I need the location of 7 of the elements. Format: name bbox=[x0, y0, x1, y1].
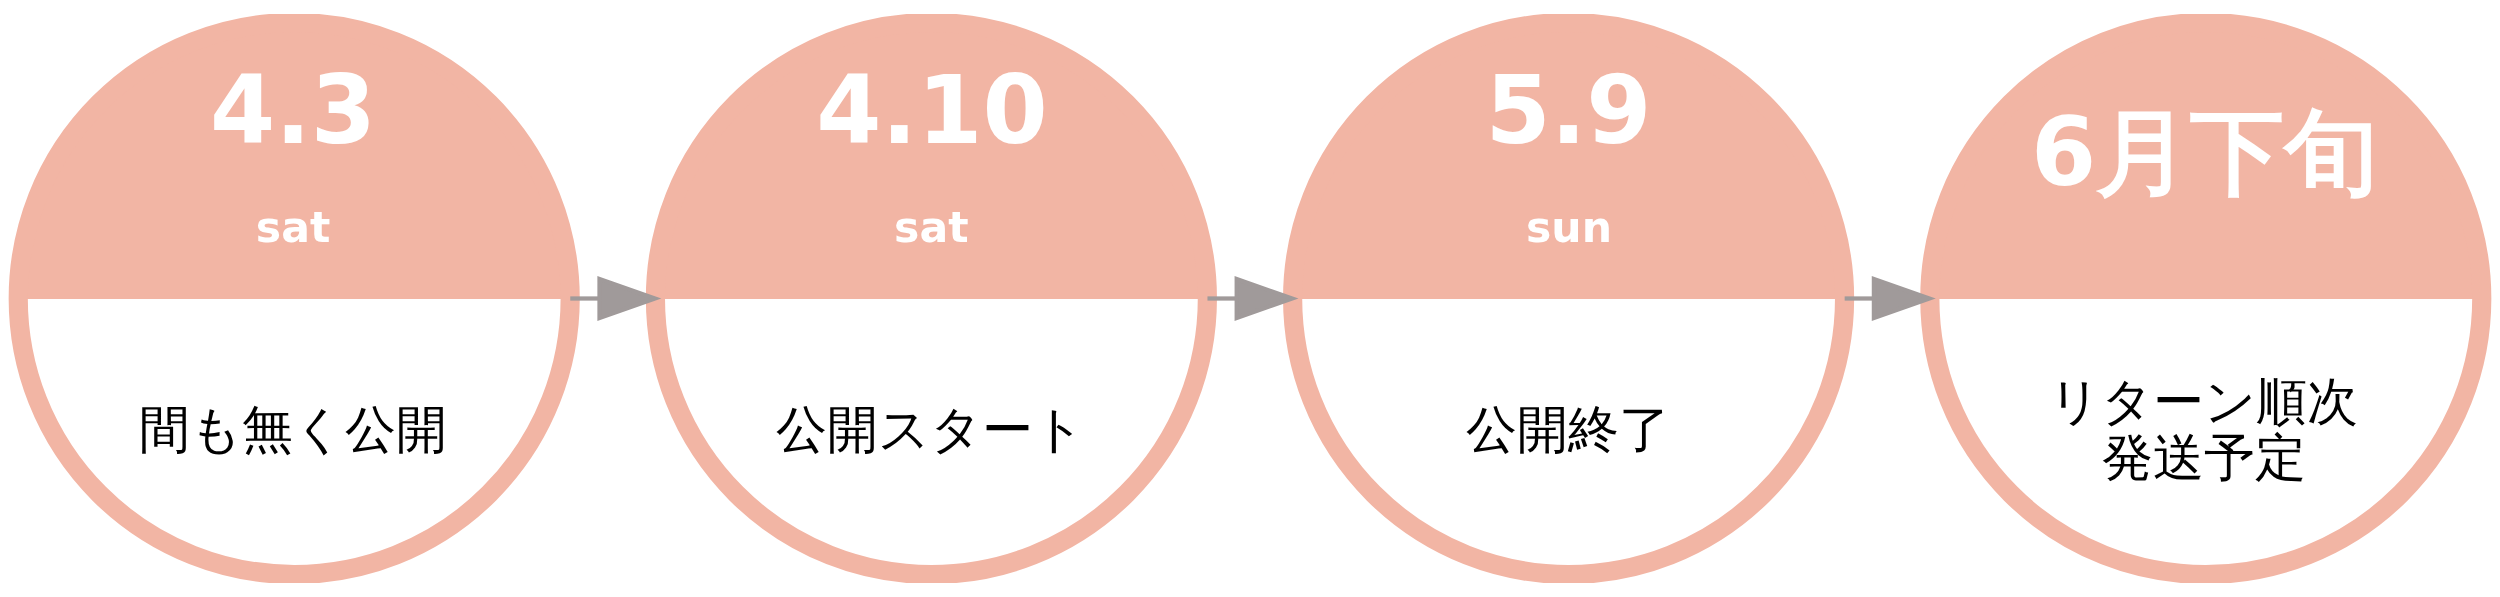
node-circle: 5.9 sun 公開終了 bbox=[1283, 14, 1855, 583]
node-circle: 6月下旬 リターン順次発送予定 bbox=[1920, 14, 2492, 583]
arrow bbox=[1207, 276, 1299, 321]
arrow bbox=[570, 276, 662, 321]
node-circle: 4.3 sat 間も無く公開 bbox=[8, 14, 580, 583]
arrow bbox=[1844, 276, 1936, 321]
node-circle: 4.10 sat 公開スタート bbox=[645, 14, 1217, 583]
